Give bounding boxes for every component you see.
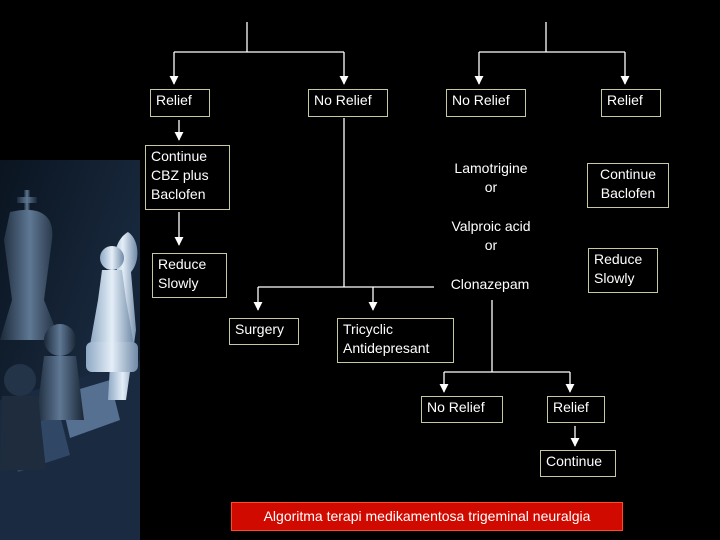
continue-cbz-baclofen-node: Continue CBZ plus Baclofen <box>145 145 230 210</box>
relief-right-node: Relief <box>601 89 661 117</box>
no-relief-node-3: No Relief <box>421 396 503 423</box>
no-relief-node-1: No Relief <box>308 89 388 117</box>
caption-box: Algoritma terapi medikamentosa trigemina… <box>231 502 623 531</box>
valproic-acid-label: Valproic acid or <box>451 218 531 253</box>
lamotrigine-label: Lamotrigine or <box>454 160 528 195</box>
reduce-slowly-right-node: Reduce Slowly <box>588 248 658 293</box>
reduce-slowly-left-node: Reduce Slowly <box>152 253 227 298</box>
continue-baclofen-node: Continue Baclofen <box>587 163 669 208</box>
relief-left-node: Relief <box>150 89 210 117</box>
tricyclic-antidepresant-node: Tricyclic Antidepresant <box>337 318 454 363</box>
no-relief-node-2: No Relief <box>446 89 526 117</box>
surgery-node: Surgery <box>229 318 299 345</box>
relief-node-3: Relief <box>547 396 605 423</box>
clonazepam-label: Clonazepam <box>450 276 530 292</box>
chess-background-image <box>0 0 140 540</box>
continue-final-node: Continue <box>540 450 616 477</box>
